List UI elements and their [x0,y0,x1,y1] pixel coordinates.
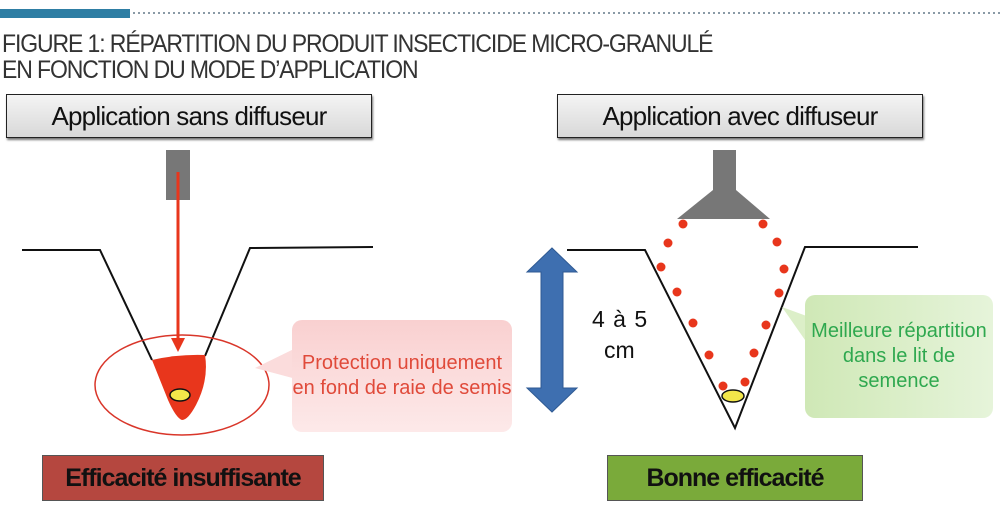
granule-dot [672,287,682,297]
heading-with-diffuser: Application avec diffuseur [557,94,923,138]
depth-double-arrow [525,247,579,413]
figure-title-line1: FIGURE 1: RÉPARTITION DU PRODUIT INSECTI… [2,30,713,58]
callout-left: Protection uniquement en fond de raie de… [292,320,512,432]
depth-label-value: 4 à 5 [592,306,649,332]
granule-dot [688,318,698,328]
result-insufficient: Efficacité insuffisante [42,455,324,501]
granule-dot [772,237,782,247]
result-good: Bonne efficacité [607,455,863,501]
seed [169,388,191,402]
diffuser-stem [713,150,736,192]
granule-dot [749,348,759,358]
granule-dot [779,264,789,274]
furrow [567,246,918,431]
product-deposit [152,354,206,420]
callout-pointer [255,346,300,380]
granule-dot [761,320,771,330]
callout-pointer [782,307,812,350]
granule-dot [663,238,673,248]
granule-dot [656,262,666,272]
figure-title-line2: EN FONCTION DU MODE D’APPLICATION [2,56,419,84]
depth-label-unit: cm [604,337,635,363]
furrow-left-wall [22,249,153,361]
granule-dot [740,377,750,387]
heading-without-diffuser: Application sans diffuseur [6,94,372,138]
seed [721,389,745,403]
granule-dot [718,381,728,391]
granule-dot [774,288,784,298]
header-accent-bar [0,9,130,18]
granule-dot [678,219,688,229]
callout-right: Meilleure répartition dans le lit de sem… [805,295,993,418]
protection-zone-ellipse [94,334,270,436]
furrow-right-wall [204,246,374,357]
granule-dot [758,219,768,229]
arrowhead [171,338,185,352]
granule-dot [704,350,714,360]
granule-dots [656,219,789,391]
diffuser-cone [677,190,770,219]
